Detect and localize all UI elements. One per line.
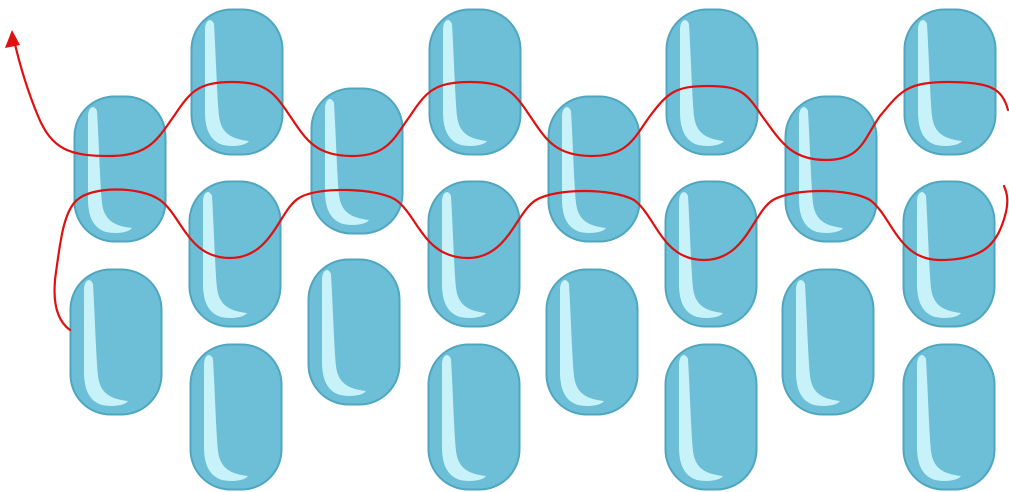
bead-7	[784, 95, 878, 243]
bead-6	[545, 268, 639, 416]
bead-20	[902, 343, 996, 491]
bead-1	[73, 95, 167, 243]
bead-14	[427, 343, 521, 491]
thread-group	[5, 30, 1009, 332]
bead-10	[188, 180, 282, 328]
bead-17	[664, 343, 758, 491]
bead-11	[189, 343, 283, 491]
thread-arrowhead-icon	[5, 30, 20, 48]
bead-15	[665, 8, 759, 156]
bead-8	[781, 268, 875, 416]
bead-13	[427, 180, 521, 328]
bead-3	[310, 87, 404, 235]
thread-path	[12, 38, 1009, 332]
bead-4	[307, 258, 401, 406]
beads-group	[69, 8, 997, 491]
bead-5	[547, 95, 641, 243]
bead-2	[69, 268, 163, 416]
